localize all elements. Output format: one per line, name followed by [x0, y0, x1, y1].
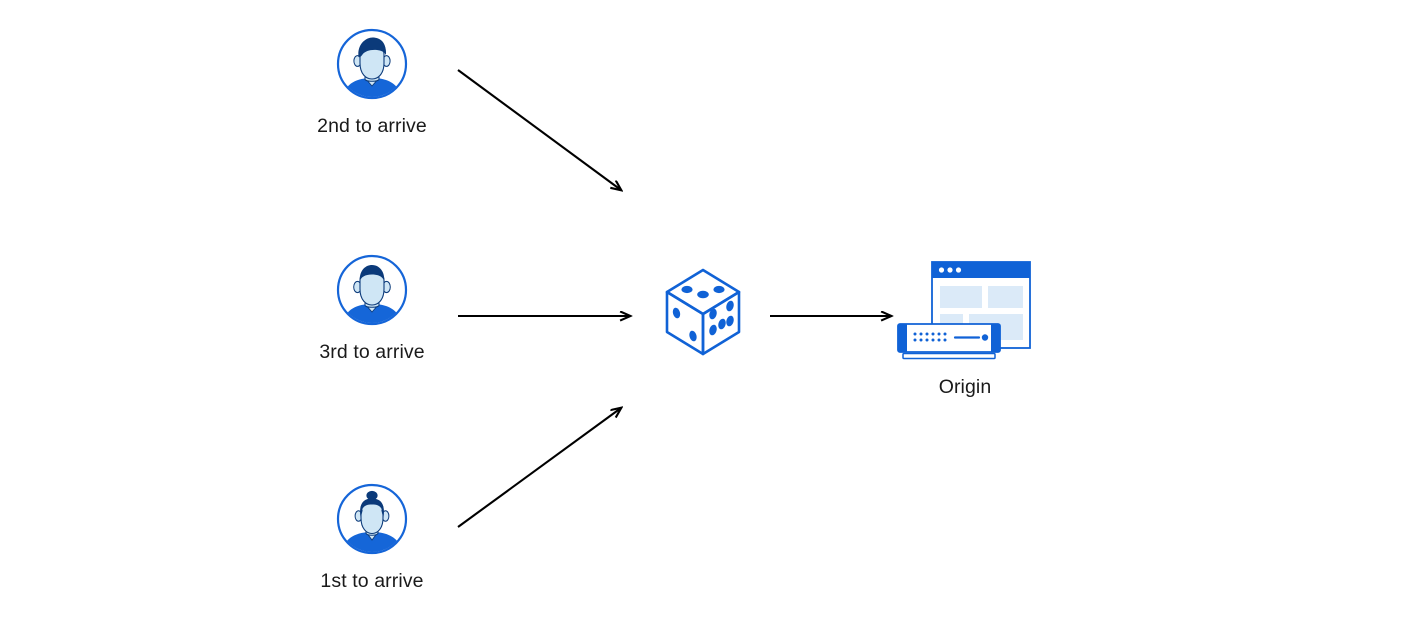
edge-1st-to-dice — [457, 408, 621, 528]
user-avatar-icon — [336, 254, 408, 326]
node-client-3rd: 3rd to arrive — [319, 254, 425, 363]
node-client-1st: 1st to arrive — [320, 483, 423, 592]
node-client-2nd: 2nd to arrive — [317, 28, 427, 137]
node-label-client-1st: 1st to arrive — [320, 570, 424, 592]
origin-server-icon — [897, 261, 1031, 360]
node-origin: Origin — [895, 258, 1035, 398]
dice-icon — [665, 268, 741, 356]
node-randomizer — [661, 264, 745, 362]
user-avatar-icon — [336, 28, 408, 100]
user-avatar-icon — [336, 483, 408, 555]
node-label-client-3rd: 3rd to arrive — [319, 341, 425, 363]
browser-window-icon — [931, 261, 1031, 349]
server-appliance-icon — [897, 323, 1001, 360]
node-label-origin: Origin — [938, 376, 992, 398]
node-label-client-2nd: 2nd to arrive — [317, 115, 427, 137]
